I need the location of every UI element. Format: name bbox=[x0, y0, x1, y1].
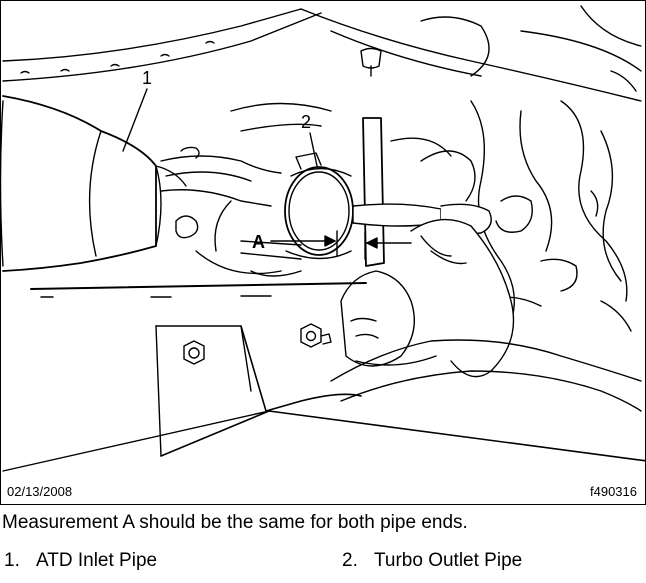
turbo-outlet-pipe bbox=[284, 152, 354, 260]
legend-number: 2. bbox=[342, 550, 358, 571]
legend-number: 1. bbox=[4, 550, 20, 571]
exhaust-pipe-measurement-illustration: 1 2 bbox=[1, 5, 645, 472]
callout-1-leader bbox=[122, 88, 148, 152]
legend-label: Turbo Outlet Pipe bbox=[374, 550, 523, 571]
legend-label: ATD Inlet Pipe bbox=[36, 550, 158, 571]
callout-1-label: 1 bbox=[142, 68, 152, 88]
technician-hands bbox=[330, 218, 642, 412]
mounting-bracket bbox=[2, 323, 645, 472]
measurement-a-arrows bbox=[270, 230, 412, 260]
legend-item-turbo-outlet-pipe: 2. Turbo Outlet Pipe bbox=[342, 550, 522, 572]
illustration-frame: 1 2 bbox=[0, 0, 646, 505]
figure-id: f490316 bbox=[590, 484, 637, 499]
upper-frame-structure bbox=[2, 5, 642, 102]
callout-2-leader bbox=[309, 132, 318, 167]
legend-item-atd-inlet-pipe: 1. ATD Inlet Pipe bbox=[4, 550, 157, 572]
figure-caption: Measurement A should be the same for bot… bbox=[2, 512, 468, 533]
callout-2-label: 2 bbox=[301, 112, 311, 132]
figure-date: 02/13/2008 bbox=[7, 484, 73, 499]
callout-a-label: A bbox=[252, 232, 265, 252]
atd-inlet-pipe bbox=[1, 95, 187, 272]
connecting-tubes bbox=[160, 102, 332, 277]
frame-rail bbox=[30, 282, 367, 298]
engine-block bbox=[390, 100, 632, 332]
